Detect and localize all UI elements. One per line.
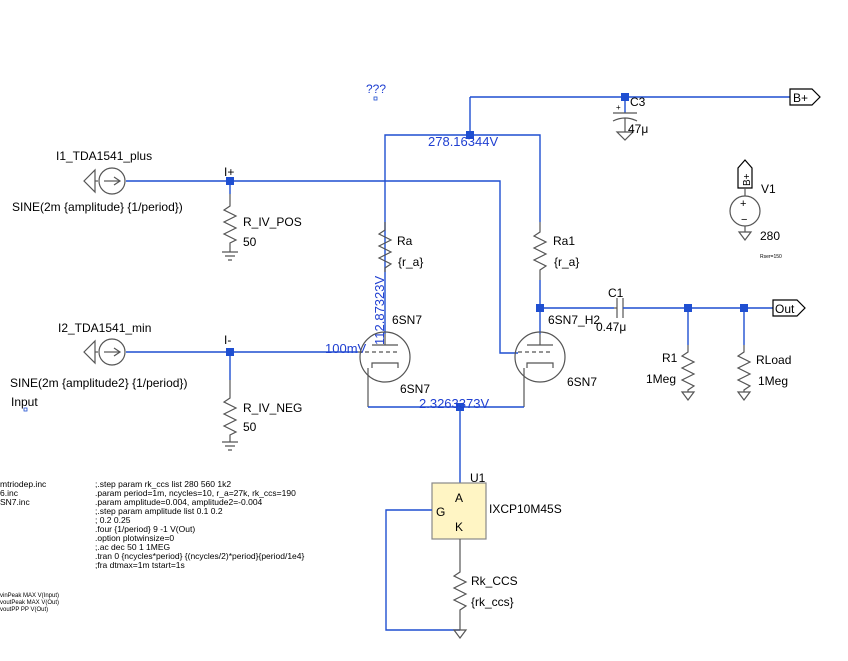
ccs-gate-net[interactable] [385,509,460,631]
svg-text:.four {1/period} 9 -1 V(Out): .four {1/period} 9 -1 V(Out) [95,524,195,534]
resistor-rload[interactable]: RLoad 1Meg [736,345,791,401]
ra1-value: {r_a} [554,255,579,269]
capacitor-c1[interactable]: C1 0.47μ [596,286,626,334]
tube1-name: 6SN7 [392,313,422,327]
i-plus-net[interactable]: I+ [126,165,518,354]
c1-value: 0.47μ [596,320,626,334]
svg-text:I+: I+ [224,165,234,179]
svg-text:.tran 0 {ncycles*period} {(ncy: .tran 0 {ncycles*period} {(ncycles/2)*pe… [95,551,304,561]
svg-text:voutPeak MAX V(Out): voutPeak MAX V(Out) [0,600,59,606]
tube1-model: 6SN7 [400,382,430,396]
resistor-r-iv-neg[interactable]: R_IV_NEG 50 [222,380,302,451]
u1-pin-a: A [455,491,463,505]
rload-value: 1Meg [758,374,788,388]
anode1-voltage: 112.87323V [372,276,387,345]
u1-part: IXCP10M45S [489,502,562,516]
svg-text:.param amplitude=0.004, amplit: .param amplitude=0.004, amplitude2=-0.00… [95,497,263,507]
r1-value: 1Meg [646,372,676,386]
resistor-ra1[interactable]: Ra1 {r_a} [532,222,579,280]
command-directives: ;.step param rk_ccs list 280 560 1k2 .pa… [95,479,304,570]
v1-value: 280 [760,229,780,243]
u1-name: U1 [470,471,486,485]
i1-value: SINE(2m {amplitude} {1/period}) [12,200,183,214]
r1-name: R1 [662,351,678,365]
current-source-i2[interactable]: I2_TDA1541_min SINE(2m {amplitude2} {1/p… [10,321,187,390]
rk-ccs-name: Rk_CCS [471,574,518,588]
svg-text:;.step param rk_ccs list 280 5: ;.step param rk_ccs list 280 560 1k2 [95,479,231,489]
c3-value: 47μ [628,122,648,136]
unknown-label: ??? [366,82,386,96]
ccs-u1[interactable]: U1 IXCP10M45S A K G [431,471,562,560]
rk-ccs-value: {rk_ccs} [471,595,514,609]
grid-voltage: 100mV [325,341,367,356]
ra-name: Ra [397,234,413,248]
c3-name: C3 [630,95,646,109]
svg-text:.param period=1m, ncycles=10,: .param period=1m, ncycles=10, r_a=27k, r… [95,488,296,498]
r-iv-pos-name: R_IV_POS [243,215,302,229]
u1-pin-k: K [455,520,463,534]
capacitor-c3[interactable]: + C3 47μ [612,93,648,141]
svg-text:.option plotwinsize=0: .option plotwinsize=0 [95,533,174,543]
resistor-ra[interactable]: Ra {r_a} [377,222,423,272]
svg-text:6.inc: 6.inc [0,488,19,498]
tube2-model: 6SN7 [567,375,597,389]
svg-text:vinPeak MAX V(Input): vinPeak MAX V(Input) [0,593,59,599]
i-min-net[interactable]: I- [126,333,358,380]
triode-tube-2[interactable]: 6SN7_H2 6SN7 [514,313,600,407]
cathode-net[interactable] [368,403,524,483]
svg-text:voutPP PP V(Out): voutPP PP V(Out) [0,607,48,613]
resistor-r1[interactable]: R1 1Meg [646,345,696,401]
out-flag[interactable]: Out [772,299,806,317]
r-iv-neg-name: R_IV_NEG [243,401,302,415]
input-net-label[interactable]: Input [11,395,38,412]
voltage-source-v1[interactable]: B+ + − V1 280 Rser=150 [729,159,782,260]
svg-text:;fra dtmax=1m tstart=1s: ;fra dtmax=1m tstart=1s [95,560,185,570]
r-iv-neg-value: 50 [243,420,257,434]
measure-directives: vinPeak MAX V(Input) voutPeak MAX V(Out)… [0,593,59,613]
cathode-voltage: 2.3263373V [419,396,489,411]
resistor-r-iv-pos[interactable]: R_IV_POS 50 [222,194,302,261]
include-directives: mtriodep.inc 6.inc SN7.inc [0,479,47,507]
u1-pin-g: G [436,505,445,519]
i2-value: SINE(2m {amplitude2} {1/period}) [10,376,187,390]
rload-name: RLoad [756,353,791,367]
svg-text:mtriodep.inc: mtriodep.inc [0,479,47,489]
i1-name: I1_TDA1541_plus [56,149,152,163]
svg-text:B+: B+ [742,173,753,186]
svg-text:+: + [740,198,746,210]
svg-text:+: + [616,103,621,112]
triode-tube-1[interactable]: 6SN7 6SN7 [358,313,430,407]
r-iv-pos-value: 50 [243,235,257,249]
svg-text:−: − [741,214,747,226]
tube2-name: 6SN7_H2 [548,313,600,327]
v1-name: V1 [761,182,776,196]
svg-text:Out: Out [775,302,795,316]
c1-name: C1 [608,286,624,300]
ra-value: {r_a} [398,255,423,269]
i2-name: I2_TDA1541_min [58,321,151,335]
svg-text:B+: B+ [793,91,808,105]
plate2-net[interactable] [536,304,614,312]
resistor-rk-ccs[interactable]: Rk_CCS {rk_ccs} [452,560,518,639]
svg-text:Input: Input [11,395,38,409]
current-source-i1[interactable]: I1_TDA1541_plus SINE(2m {amplitude} {1/p… [12,149,183,214]
out-net[interactable] [623,304,773,345]
svg-text:SN7.inc: SN7.inc [0,497,31,507]
svg-text:; 0.2 0.25: ; 0.2 0.25 [95,515,131,525]
v1-rser: Rser=150 [760,254,782,260]
svg-text:;.step param amplitude list 0.: ;.step param amplitude list 0.1 0.2 [95,506,223,516]
bplus-flag[interactable]: B+ [789,88,821,106]
svg-text:I-: I- [224,333,231,347]
bplus-rail[interactable] [384,96,790,272]
bplus-voltage: 278.16344V [428,134,498,149]
svg-text:;.ac dec 50 1 1MEG: ;.ac dec 50 1 1MEG [95,542,170,552]
ra1-name: Ra1 [553,234,575,248]
